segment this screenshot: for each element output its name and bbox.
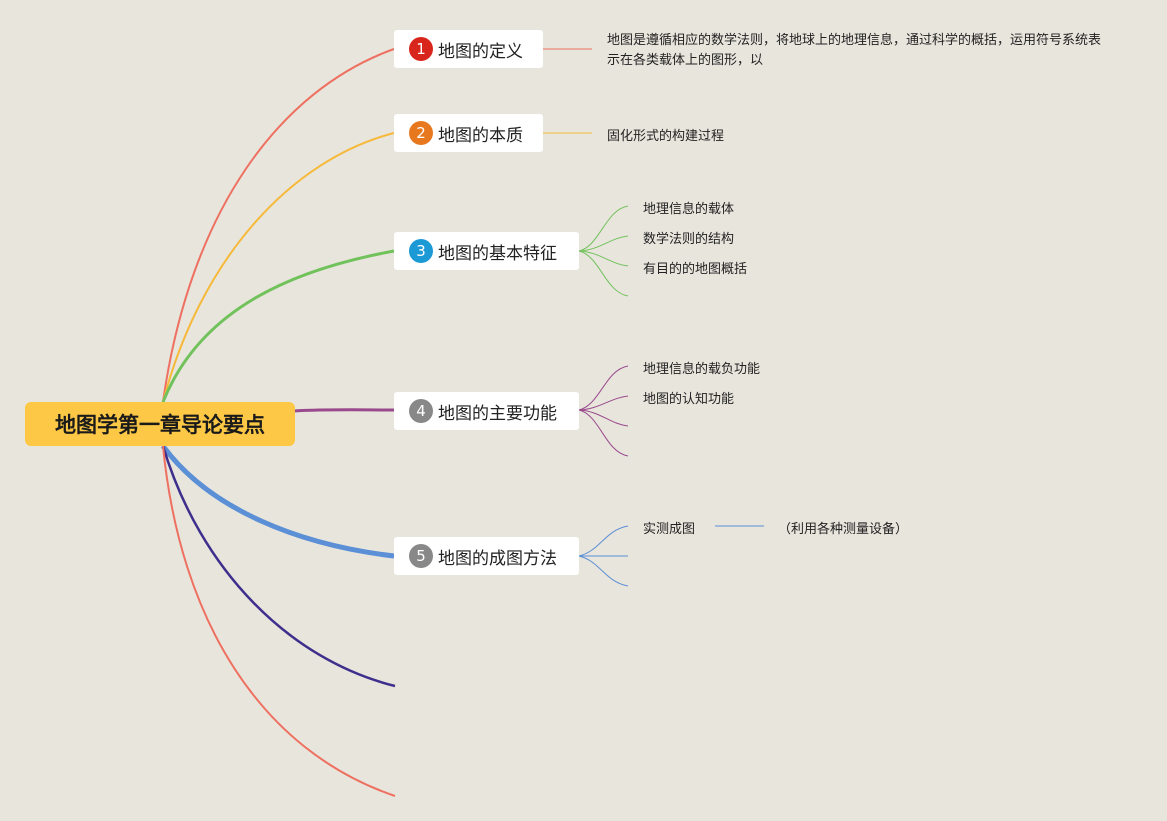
link-method-1 — [578, 525, 629, 557]
number-badge-4: 4 — [409, 399, 433, 423]
root-topic[interactable]: 地图学第一章导论要点 — [25, 402, 295, 446]
method-item[interactable]: 实测成图 — [643, 522, 696, 537]
link-feature-4 — [578, 250, 629, 297]
link-root-branch-4 — [293, 408, 395, 413]
link-root-branch-7 — [162, 445, 396, 797]
link-function-2 — [578, 395, 629, 411]
link-root-branch-2 — [162, 132, 395, 403]
branch-functions-label: 地图的主要功能 — [438, 403, 557, 424]
link-feature-2 — [578, 235, 629, 252]
function-item[interactable]: 地图的认知功能 — [643, 392, 735, 407]
branch-definition-label: 地图的定义 — [438, 41, 523, 62]
feature-item[interactable]: 有目的的地图概括 — [643, 262, 748, 277]
link-root-branch-3 — [161, 249, 395, 403]
number-badge-1: 1 — [409, 37, 433, 61]
link-feature-1 — [578, 205, 629, 252]
branch-features-label: 地图的基本特征 — [438, 243, 557, 264]
branch-methods-label: 地图的成图方法 — [438, 548, 557, 569]
number-badge-2: 2 — [409, 121, 433, 145]
branch-essence[interactable]: 2 地图的本质 — [394, 114, 543, 152]
link-function-4 — [578, 409, 629, 457]
number-badge-5: 5 — [409, 544, 433, 568]
link-root-branch-5 — [160, 444, 395, 559]
link-function-3 — [578, 409, 629, 427]
branch-definition[interactable]: 1 地图的定义 — [394, 30, 543, 68]
feature-item[interactable]: 数学法则的结构 — [643, 232, 735, 247]
branch-methods[interactable]: 5 地图的成图方法 — [394, 537, 579, 575]
link-root-branch-1 — [162, 48, 395, 403]
branch-features[interactable]: 3 地图的基本特征 — [394, 232, 579, 270]
branch-functions[interactable]: 4 地图的主要功能 — [394, 392, 579, 430]
link-method-3 — [578, 555, 629, 587]
branch-essence-label: 地图的本质 — [438, 125, 523, 146]
number-badge-3: 3 — [409, 239, 433, 263]
feature-item[interactable]: 地理信息的载体 — [643, 202, 735, 217]
function-item[interactable]: 地理信息的载负功能 — [643, 362, 761, 377]
link-function-1 — [578, 365, 629, 411]
link-root-branch-6 — [161, 445, 396, 688]
link-feature-3 — [578, 250, 629, 267]
definition-text[interactable]: 地图是遵循相应的数学法则，将地球上的地理信息，通过科学的概括，运用符号系统表示在… — [607, 33, 1102, 68]
method-note[interactable]: （利用各种测量设备） — [778, 522, 909, 537]
essence-text[interactable]: 固化形式的构建过程 — [607, 129, 725, 144]
root-topic-label: 地图学第一章导论要点 — [55, 413, 265, 437]
